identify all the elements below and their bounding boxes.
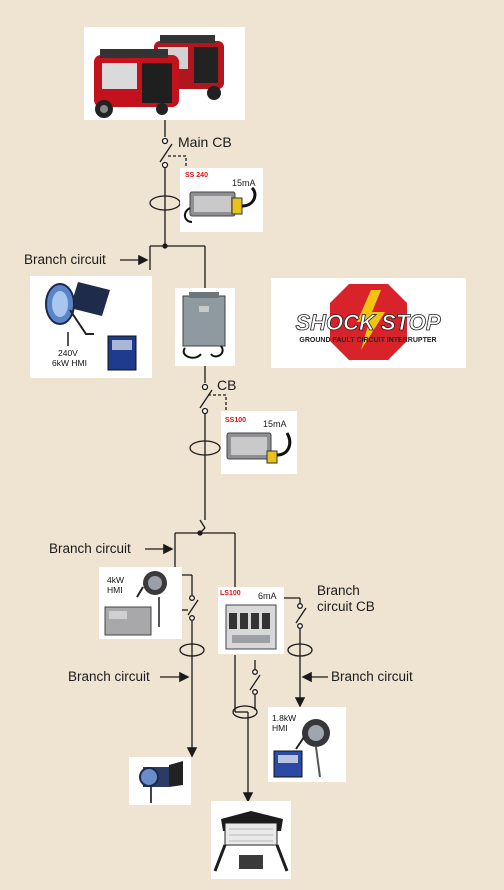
gfci-mid-panel: SS100 15mA <box>221 411 297 474</box>
gfci-low-panel: LS100 6mA <box>218 587 284 654</box>
gfci-low-rating: 6mA <box>258 591 277 601</box>
hmi-6kw-panel: 240V 6kW HMI <box>30 276 152 378</box>
branch-circuit-label-4: Branch circuit <box>331 669 413 684</box>
branch-circuit-cb-label-line2: circuit CB <box>317 599 375 614</box>
branch-circuit-label-3: Branch circuit <box>68 669 150 684</box>
gfci-top-unit <box>184 186 257 223</box>
hmi-6kw-name: 6kW HMI <box>52 358 87 368</box>
hmi-4kw-power: 4kW <box>107 575 124 585</box>
gfci-mid-model: SS100 <box>225 417 247 424</box>
cb-label: CB <box>217 377 237 393</box>
main-cb-label: Main CB <box>178 134 232 150</box>
hmi-18kw-panel: 1.8kW HMI <box>268 707 346 782</box>
svg-text:SHOCK STOP: SHOCK STOP <box>295 310 440 335</box>
gfci-mid-unit <box>226 432 292 464</box>
shock-stop-logo-panel: SHOCK STOP GROUND FAULT CIRCUIT INTERRUP… <box>271 278 466 368</box>
generator-illustration <box>94 35 224 118</box>
hmi-6kw-illustration <box>45 282 137 371</box>
hmi-4kw-panel: 4kW HMI <box>99 567 182 639</box>
gfci-top-rating: 15mA <box>232 178 256 188</box>
branch-circuit-label-1: Branch circuit <box>24 252 106 267</box>
generator-panel <box>84 27 245 120</box>
hmi-18kw-name: HMI <box>272 723 288 733</box>
hmi-18kw-illustration <box>273 719 330 778</box>
branch-circuit-label-2: Branch circuit <box>49 541 131 556</box>
branch-circuit-cb-label-line1: Branch <box>317 583 360 598</box>
transformer-illustration <box>182 292 226 359</box>
gfci-low-unit <box>225 604 277 650</box>
shock-stop-logo: SHOCK STOP GROUND FAULT CIRCUIT INTERRUP… <box>295 284 441 360</box>
gfci-mid-rating: 15mA <box>263 419 287 429</box>
hmi-4kw-name: HMI <box>107 585 123 595</box>
hmi-4kw-illustration <box>104 571 167 636</box>
fresnel-fixture-panel <box>129 757 191 805</box>
kino-fixture-panel <box>211 801 291 879</box>
gfci-top-model: SS 240 <box>185 172 208 179</box>
kino-fixture-illustration <box>213 811 289 872</box>
gfci-low-model: LS100 <box>220 590 241 597</box>
hmi-6kw-voltage: 240V <box>58 348 78 358</box>
fresnel-fixture-illustration <box>139 761 183 803</box>
transformer-panel <box>175 288 235 366</box>
gfci-top-panel: SS 240 15mA <box>180 168 263 232</box>
hmi-18kw-power: 1.8kW <box>272 713 297 723</box>
svg-text:GROUND FAULT CIRCUIT INTERRUPT: GROUND FAULT CIRCUIT INTERRUPTER <box>299 337 436 344</box>
